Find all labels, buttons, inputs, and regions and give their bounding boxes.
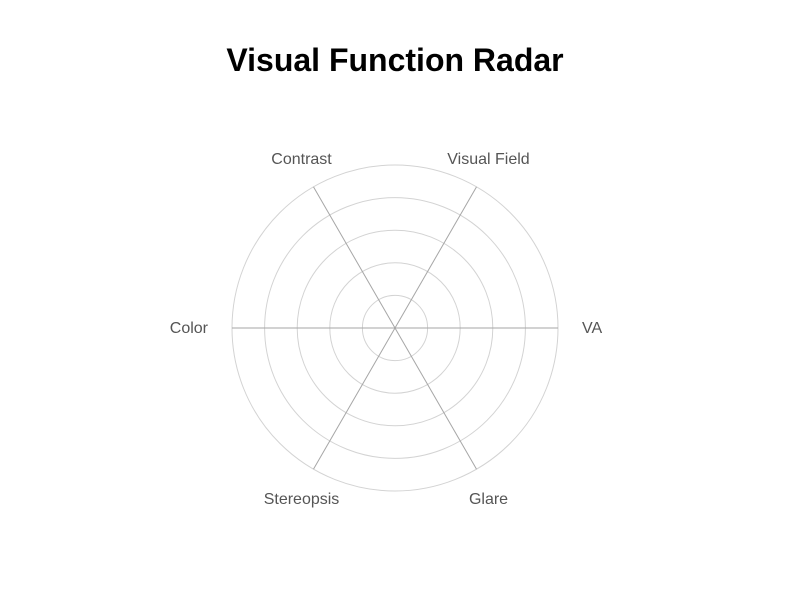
axis-label-va: VA xyxy=(582,320,602,337)
spoke-stereopsis xyxy=(313,327,396,470)
axis-label-glare: Glare xyxy=(469,491,508,508)
chart-title: Visual Function Radar xyxy=(226,42,564,78)
radar-spokes xyxy=(232,186,558,470)
axis-label-visual-field: Visual Field xyxy=(447,151,529,168)
spoke-glare xyxy=(394,327,477,470)
spoke-visual-field xyxy=(394,186,477,329)
spoke-contrast xyxy=(313,186,396,329)
axis-label-contrast: Contrast xyxy=(271,151,332,168)
axis-label-color: Color xyxy=(170,320,209,337)
axis-label-stereopsis: Stereopsis xyxy=(264,491,340,508)
